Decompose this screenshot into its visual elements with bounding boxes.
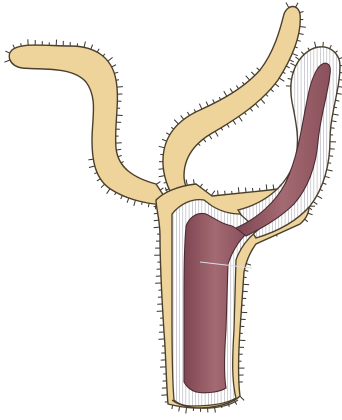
spine bbox=[256, 104, 259, 108]
spine bbox=[211, 191, 215, 196]
spine bbox=[246, 76, 250, 81]
spine bbox=[159, 146, 165, 148]
spine bbox=[246, 264, 251, 266]
spine bbox=[154, 227, 160, 228]
spine bbox=[162, 139, 167, 141]
spine bbox=[89, 166, 95, 168]
spine bbox=[240, 396, 244, 400]
spine bbox=[199, 104, 202, 109]
spine bbox=[116, 149, 121, 150]
spine bbox=[154, 220, 159, 221]
spine bbox=[117, 87, 123, 88]
spine bbox=[159, 339, 165, 340]
spine bbox=[337, 93, 342, 94]
spine bbox=[159, 176, 165, 177]
spine bbox=[308, 213, 313, 215]
spine bbox=[206, 102, 208, 107]
spine bbox=[315, 42, 316, 48]
spine bbox=[194, 179, 195, 184]
spine bbox=[266, 184, 267, 190]
spine bbox=[290, 63, 295, 66]
spine bbox=[101, 184, 105, 188]
spine bbox=[327, 170, 333, 171]
spine bbox=[215, 131, 218, 136]
spine bbox=[84, 42, 85, 48]
spine bbox=[313, 202, 317, 205]
left-tentacle bbox=[9, 45, 170, 205]
middle-tentacle bbox=[163, 7, 300, 206]
spine bbox=[292, 53, 298, 55]
spine bbox=[108, 57, 113, 61]
spine bbox=[317, 196, 322, 199]
spine bbox=[186, 408, 187, 414]
spine bbox=[186, 180, 187, 186]
spine bbox=[107, 189, 110, 194]
spine bbox=[174, 120, 178, 124]
spine bbox=[181, 115, 184, 119]
spine bbox=[333, 114, 339, 115]
spine bbox=[275, 84, 279, 87]
spine bbox=[233, 120, 236, 124]
spine bbox=[209, 135, 212, 139]
spine bbox=[4, 60, 10, 62]
spine bbox=[239, 116, 242, 121]
spine bbox=[224, 91, 227, 96]
spine bbox=[295, 57, 299, 60]
spine bbox=[279, 78, 284, 81]
spine bbox=[300, 27, 306, 28]
spine bbox=[218, 190, 219, 195]
spine bbox=[261, 99, 265, 103]
spine bbox=[273, 185, 274, 190]
spine bbox=[179, 407, 180, 412]
spine bbox=[251, 72, 255, 76]
spine bbox=[88, 159, 93, 160]
spine bbox=[127, 198, 129, 203]
spine bbox=[156, 182, 160, 185]
spine bbox=[134, 200, 136, 206]
spine bbox=[238, 187, 239, 193]
spine bbox=[286, 3, 289, 8]
